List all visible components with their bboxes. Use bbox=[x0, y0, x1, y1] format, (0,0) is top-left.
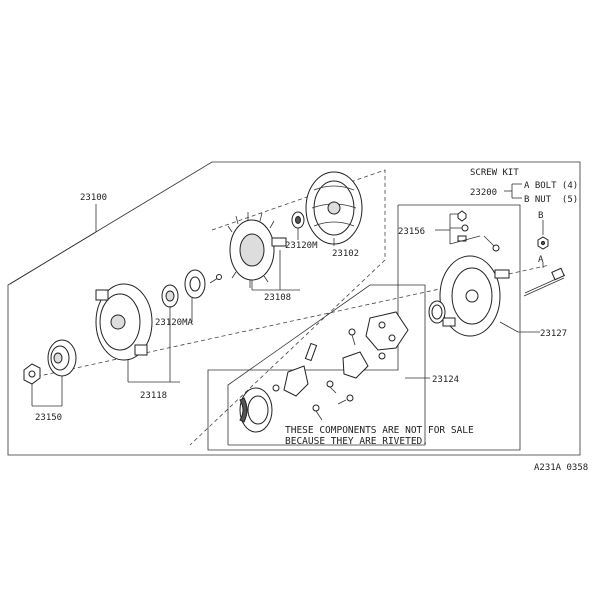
regulator bbox=[342, 351, 369, 379]
leader-lines bbox=[9, 183, 540, 407]
rectifier-screws bbox=[272, 328, 386, 421]
rear-cover-boundary bbox=[207, 204, 521, 451]
brush-holder bbox=[283, 342, 318, 397]
label-23150: 23150 bbox=[35, 413, 62, 423]
brush-cover bbox=[239, 387, 273, 433]
rear-cover bbox=[439, 255, 510, 337]
stator bbox=[305, 171, 363, 245]
rear-bearing bbox=[291, 211, 305, 229]
label-23108: 23108 bbox=[264, 293, 291, 303]
assembly-boundary bbox=[7, 161, 581, 456]
label-23124: 23124 bbox=[432, 375, 459, 385]
callout-a: A bbox=[538, 255, 544, 265]
nut-b bbox=[537, 236, 549, 250]
rotor bbox=[227, 212, 287, 288]
label-23156: 23156 bbox=[398, 227, 425, 237]
rectifier-boundary bbox=[227, 284, 426, 446]
label-23120ma: 23120MA bbox=[155, 318, 194, 328]
retainer-screw bbox=[209, 274, 222, 284]
screw-kit-title: SCREW KIT bbox=[470, 168, 519, 178]
rectifier-plate bbox=[365, 311, 409, 351]
through-bolt bbox=[523, 267, 566, 297]
screw-kit-item-b: B NUT (5) bbox=[524, 195, 578, 205]
rotor-group-boundary bbox=[189, 169, 386, 446]
label-23100: 23100 bbox=[80, 193, 107, 203]
callout-b: B bbox=[538, 211, 543, 221]
pulley-nut bbox=[23, 363, 41, 385]
label-23200: 23200 bbox=[470, 188, 497, 198]
front-housing bbox=[95, 283, 153, 361]
label-23120m: 23120M bbox=[285, 241, 318, 251]
note-line-2: BECAUSE THEY ARE RIVETED. bbox=[285, 436, 428, 447]
note-line-1: THESE COMPONENTS ARE NOT FOR SALE bbox=[285, 425, 474, 436]
figure-code: A231A 0358 bbox=[534, 463, 588, 473]
rear-gasket bbox=[428, 300, 446, 324]
front-bearing bbox=[161, 284, 179, 308]
terminal-kit bbox=[457, 210, 500, 252]
label-23127: 23127 bbox=[540, 329, 567, 339]
label-23102: 23102 bbox=[332, 249, 359, 259]
label-23118: 23118 bbox=[140, 391, 167, 401]
pulley bbox=[47, 339, 77, 377]
bearing-retainer bbox=[184, 269, 206, 299]
screw-kit-item-a: A BOLT (4) bbox=[524, 181, 578, 191]
